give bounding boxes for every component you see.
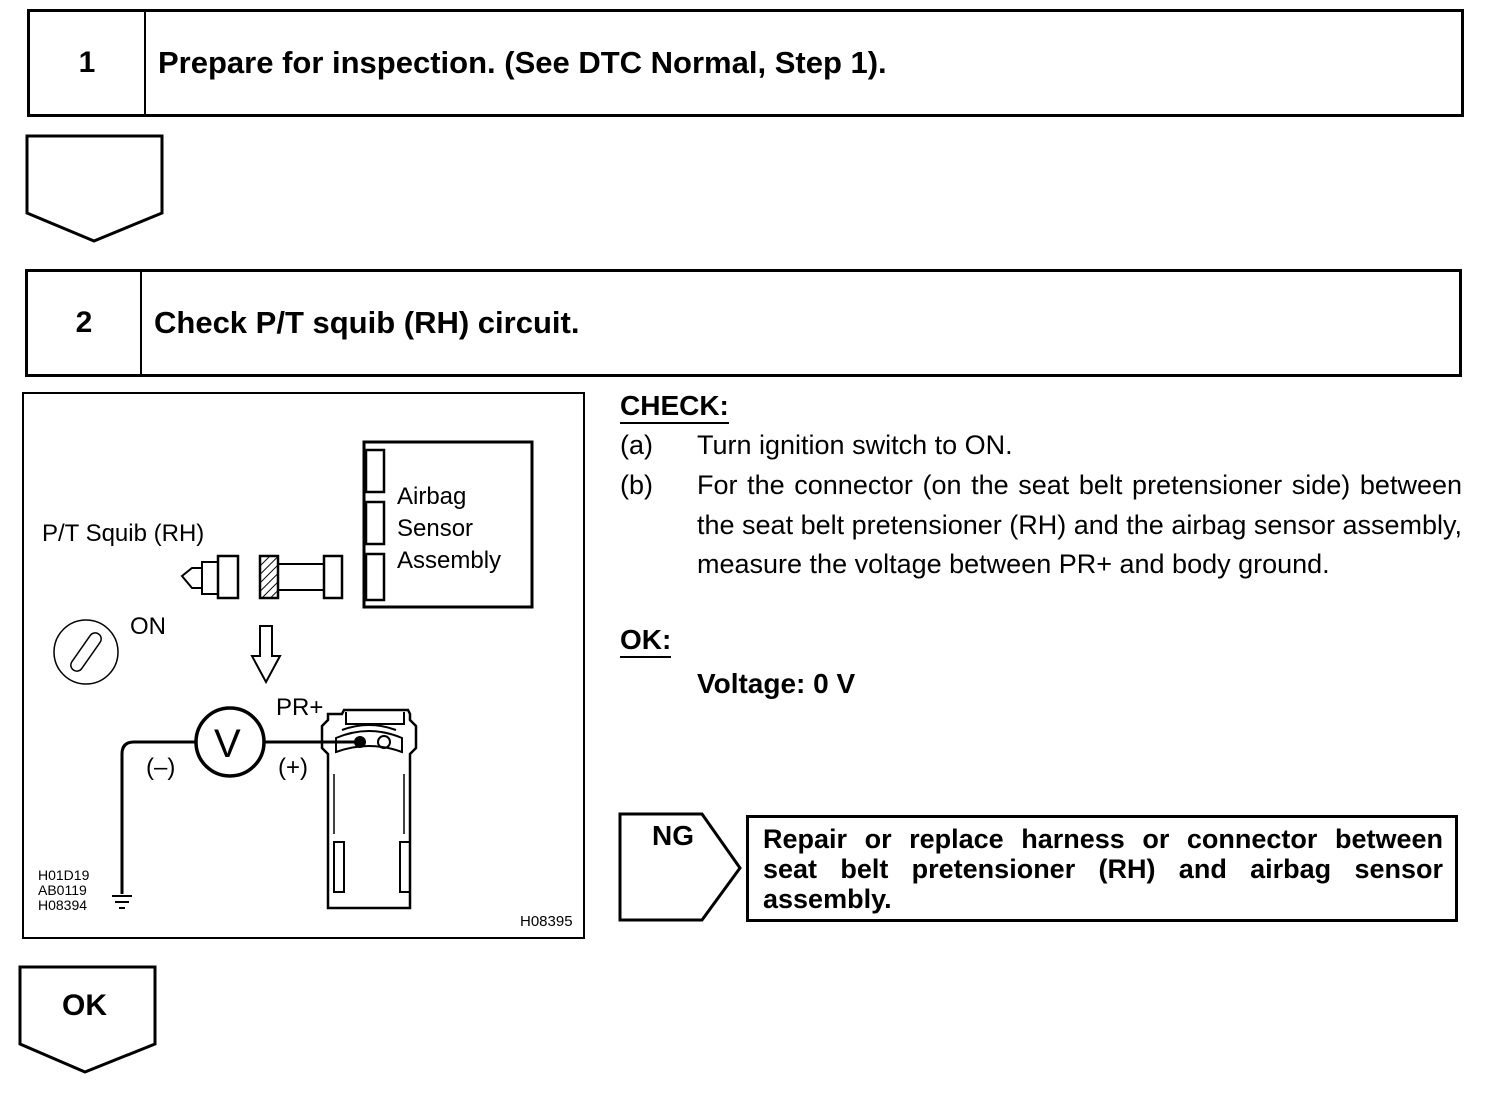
check-item-a-label: (a) — [620, 430, 653, 460]
positive-probe-label: (+) — [278, 754, 308, 781]
check-item-a: (a) Turn ignition switch to ON. — [620, 426, 1462, 466]
circuit-drawing — [53, 440, 534, 910]
step-2-number: 2 — [28, 272, 142, 374]
step-1-title: Prepare for inspection. (See DTC Normal,… — [158, 45, 887, 80]
ok-voltage-value: Voltage: 0 V — [697, 668, 856, 699]
sensor-label-line-3: Assembly — [397, 547, 502, 574]
figure-code: H08395 — [520, 913, 573, 930]
squib-label: P/T Squib (RH) — [42, 520, 205, 547]
step-1-box: 1 Prepare for inspection. (See DTC Norma… — [27, 9, 1464, 117]
step-2-box: 2 Check P/T squib (RH) circuit. — [25, 269, 1462, 377]
flow-arrow-down — [25, 134, 164, 243]
ref-code-3: H08394 — [38, 897, 88, 913]
check-item-a-text: Turn ignition switch to ON. — [697, 430, 1013, 460]
ok-flow-label: OK — [62, 989, 107, 1022]
check-heading: CHECK: — [620, 392, 729, 424]
step-2-title: Check P/T squib (RH) circuit. — [154, 305, 580, 340]
sensor-label-line-1: Airbag — [397, 483, 467, 510]
ng-arrow-right — [618, 812, 742, 922]
voltmeter-symbol: V — [214, 722, 241, 766]
ref-code-2: AB0119 — [38, 882, 87, 898]
terminal-pr-plus-label: PR+ — [276, 694, 324, 721]
check-item-b: (b) For the connector (on the seat belt … — [620, 466, 1462, 626]
ok-heading: OK: — [620, 626, 672, 658]
ok-arrow-down — [18, 965, 157, 1074]
ng-label: NG — [652, 820, 694, 851]
sensor-label-line-2: Sensor — [397, 515, 474, 542]
negative-probe-label: (–) — [146, 754, 176, 781]
check-item-b-label: (b) — [620, 470, 653, 500]
step-1-number: 1 — [30, 12, 146, 114]
circuit-diagram: P/T Squib (RH) Airbag Sensor Assembly ON… — [22, 392, 585, 939]
ref-code-1: H01D19 — [38, 867, 90, 883]
ignition-on-label: ON — [130, 613, 166, 640]
check-item-b-text: For the connector (on the seat belt pret… — [697, 470, 1462, 579]
ng-action-text: Repair or replace harness or connector b… — [746, 815, 1458, 922]
